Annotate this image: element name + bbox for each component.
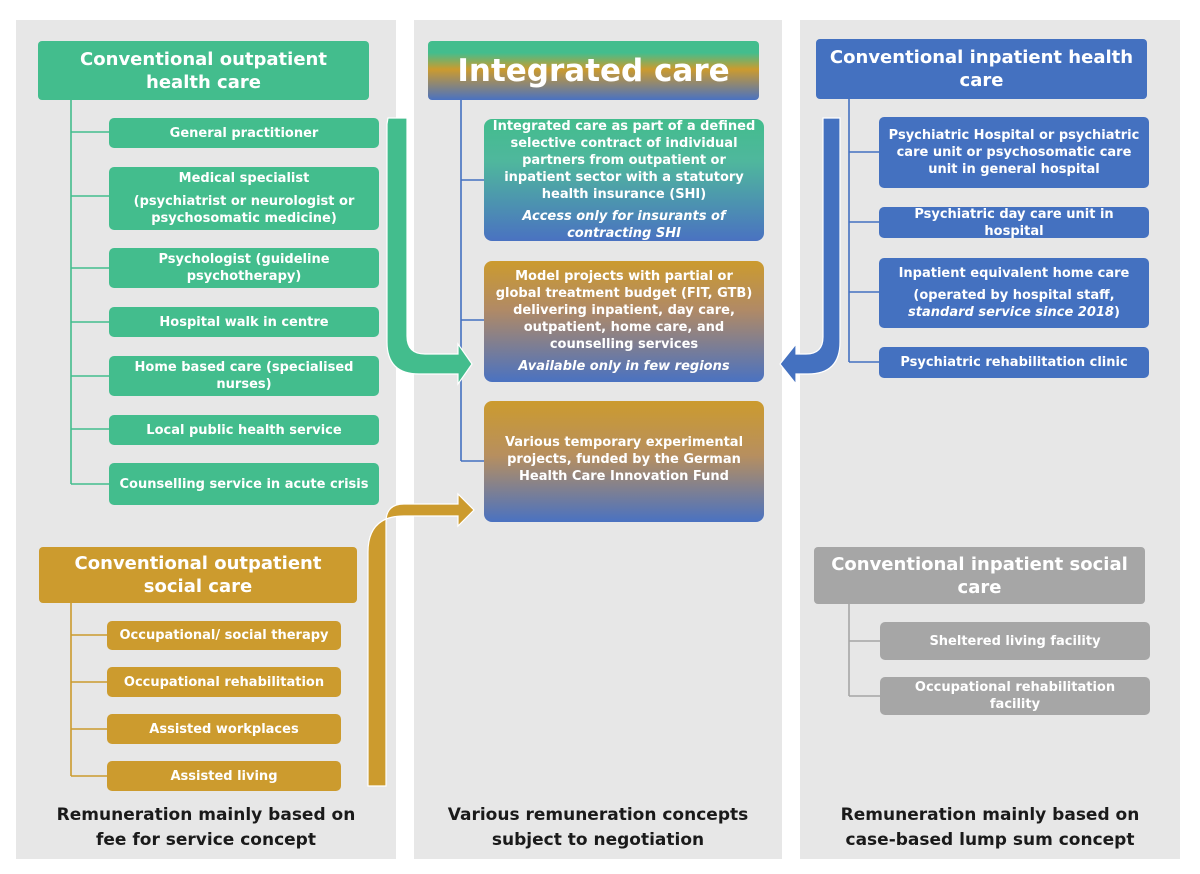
assisted-workplaces-label: Assisted workplaces	[149, 721, 299, 737]
home-care-closing-paren: )	[1113, 305, 1120, 320]
sheltered-living-box: Sheltered living facility	[880, 622, 1150, 660]
home-based-care-box: Home based care (specialised nurses)	[109, 356, 379, 396]
hospital-walk-in-box: Hospital walk in centre	[109, 307, 379, 337]
counselling-service-box: Counselling service in acute crisis	[109, 463, 379, 505]
inpatient-health-tree-lines	[848, 99, 879, 363]
occupational-rehabilitation-box: Occupational rehabilitation	[107, 667, 341, 697]
occupational-therapy-label: Occupational/ social therapy	[119, 628, 329, 643]
right-footer: Remuneration mainly based on case-based …	[840, 805, 1140, 850]
counselling-service-label: Counselling service in acute crisis	[119, 476, 369, 492]
public-health-service-label: Local public health service	[146, 422, 342, 438]
outpatient-social-header: Conventional outpatient social care	[39, 547, 357, 603]
psychiatric-hospital-box: Psychiatric Hospital or psychiatric care…	[879, 117, 1149, 188]
experimental-projects-box: Various temporary experimental projects,…	[484, 401, 764, 522]
gold-arrow	[367, 492, 475, 787]
rehabilitation-clinic-label: Psychiatric rehabilitation clinic	[900, 355, 1128, 370]
inpatient-health-header: Conventional inpatient health care	[816, 39, 1147, 99]
inpatient-health-header-label: Conventional inpatient health care	[829, 47, 1134, 91]
public-health-service-box: Local public health service	[109, 415, 379, 445]
selective-contract-label: Integrated care as part of a defined sel…	[492, 119, 756, 202]
outpatient-social-tree-lines	[70, 602, 107, 777]
assisted-living-box: Assisted living	[107, 761, 341, 791]
integrated-care-header: Integrated care	[428, 41, 759, 100]
integrated-care-tree-lines	[460, 99, 484, 462]
medical-specialist-label: Medical specialist	[178, 171, 310, 186]
model-projects-label: Model projects with partial or global tr…	[495, 269, 753, 352]
home-care-detail-line2: standard service since 2018)	[908, 304, 1120, 321]
medical-specialist-detail: (psychiatrist or neurologist or psychoso…	[133, 194, 355, 226]
occupational-therapy-box: Occupational/ social therapy	[107, 621, 341, 650]
day-care-unit-label: Psychiatric day care unit in hospital	[914, 206, 1114, 239]
rehabilitation-clinic-box: Psychiatric rehabilitation clinic	[879, 347, 1149, 378]
home-based-care-label: Home based care (specialised nurses)	[134, 360, 354, 392]
outpatient-health-tree-lines	[70, 99, 109, 485]
model-projects-box: Model projects with partial or global tr…	[484, 261, 764, 382]
sheltered-living-label: Sheltered living facility	[929, 633, 1101, 649]
home-care-box: Inpatient equivalent home care (operated…	[879, 258, 1149, 328]
occupational-rehab-facility-label: Occupational rehabilitation facility	[914, 680, 1116, 712]
model-projects-note: Available only in few regions	[518, 359, 730, 374]
inpatient-social-tree-lines	[848, 604, 880, 697]
general-practitioner-label: General practitioner	[169, 125, 319, 141]
outpatient-health-header: Conventional outpatient health care	[38, 41, 369, 100]
selective-contract-note: Access only for insurants of contracting…	[522, 209, 726, 241]
assisted-workplaces-box: Assisted workplaces	[107, 714, 341, 744]
experimental-projects-label: Various temporary experimental projects,…	[504, 435, 744, 484]
home-care-detail: (operated by hospital staff,	[913, 288, 1115, 303]
hospital-walk-in-label: Hospital walk in centre	[159, 314, 329, 330]
home-care-standard-note: standard service since 2018	[908, 305, 1114, 320]
green-arrow	[386, 117, 473, 386]
inpatient-social-header: Conventional inpatient social care	[814, 547, 1145, 604]
occupational-rehab-facility-box: Occupational rehabilitation facility	[880, 677, 1150, 715]
occupational-rehabilitation-label: Occupational rehabilitation	[123, 674, 325, 690]
day-care-unit-box: Psychiatric day care unit in hospital	[879, 206, 1149, 239]
outpatient-social-header-label: Conventional outpatient social care	[74, 553, 322, 597]
left-footer: Remuneration mainly based on fee for ser…	[56, 805, 356, 850]
integrated-care-header-label: Integrated care	[457, 52, 730, 89]
home-care-label: Inpatient equivalent home care	[898, 266, 1130, 281]
selective-contract-box: Integrated care as part of a defined sel…	[484, 119, 764, 241]
psychiatric-hospital-label: Psychiatric Hospital or psychiatric care…	[888, 128, 1140, 177]
outpatient-health-header-label: Conventional outpatient health care	[80, 48, 327, 93]
psychologist-label: Psychologist (guideline psychotherapy)	[158, 252, 330, 284]
assisted-living-label: Assisted living	[170, 768, 278, 784]
medical-specialist-box: Medical specialist (psychiatrist or neur…	[109, 167, 379, 230]
psychologist-box: Psychologist (guideline psychotherapy)	[109, 248, 379, 288]
inpatient-social-header-label: Conventional inpatient social care	[831, 553, 1128, 598]
center-footer: Various remuneration concepts subject to…	[447, 805, 749, 850]
blue-arrow	[779, 117, 841, 386]
general-practitioner-box: General practitioner	[109, 118, 379, 148]
